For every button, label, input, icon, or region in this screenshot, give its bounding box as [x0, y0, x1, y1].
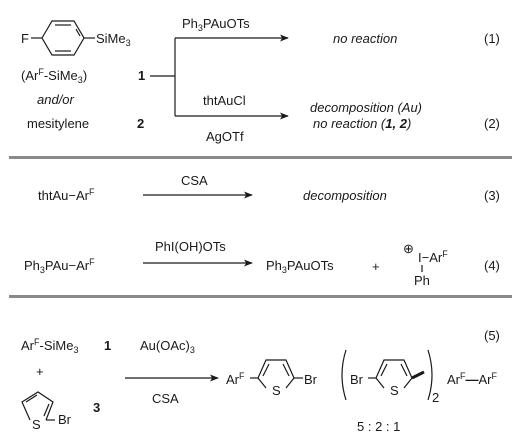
aryl-silane-structure: F SiMe3 [21, 20, 131, 56]
rxn3-reagent: CSA [181, 173, 208, 188]
mesitylene-label: mesitylene [27, 116, 89, 131]
product-a-sulfur: S [272, 383, 281, 398]
rxn3-reactant: thtAu−ArF [38, 187, 95, 203]
benzene-ring [41, 20, 85, 56]
rxn1-label: (1) [484, 31, 500, 46]
thiophene-3-double-1 [25, 394, 38, 403]
product-a-aryl: ArF [226, 371, 245, 387]
thiophene-3-bromine: Br [58, 412, 72, 427]
rxn4-plus: + [372, 259, 380, 274]
silyl-group: SiMe3 [96, 31, 131, 48]
product-aryl-bromothiophene: ArF S Br [226, 359, 318, 398]
rxn2-reagent-top: thtAuCl [203, 93, 246, 108]
product-b-paren-left [341, 349, 347, 401]
product-b-double-1 [380, 363, 388, 377]
rxn5-label: (5) [484, 328, 500, 343]
rxn1-reagent: Ph3PAuOTs [182, 16, 250, 33]
product-a-ring [257, 359, 295, 389]
product-b-bromine: Br [350, 372, 364, 387]
thiophene-3-double-2 [43, 403, 50, 417]
product-a-double-1 [262, 363, 270, 377]
thiophene-ring-3 [21, 391, 54, 421]
compound-number-2: 2 [137, 116, 144, 131]
rxn4-reagent: PhI(OH)OTs [155, 239, 226, 254]
rxn5-reactant1: ArF-SiMe3 [21, 337, 78, 355]
product-b-double-2 [400, 363, 408, 377]
rxn5-number-1: 1 [104, 338, 111, 353]
rxn4-reactant: Ph3PAu−ArF [24, 257, 95, 275]
product-b-subscript: 2 [432, 390, 439, 405]
product-a-bromine: Br [304, 372, 318, 387]
rxn5-plus: + [36, 364, 44, 379]
iodonium-iodine: I−ArF [418, 249, 448, 265]
rxn2-outcome-line1: decomposition (Au) [310, 100, 422, 115]
product-ratio: 5 : 2 : 1 [357, 419, 400, 434]
ring-double-bond-right [75, 28, 81, 37]
product-b-sulfur: S [390, 383, 399, 398]
rxn2-label: (2) [484, 116, 500, 131]
fluoro-atom: F [21, 31, 29, 46]
rxn2-reagent-bottom: AgOTf [206, 129, 244, 144]
rxn5-reagent-bottom: CSA [152, 391, 179, 406]
rxn5-reagent-top: Au(OAc)3 [140, 338, 195, 355]
rxn3-product: decomposition [303, 188, 387, 203]
rxn5-number-3: 3 [93, 400, 100, 415]
compound-number-1: 1 [138, 68, 145, 83]
section-divider-1 [9, 156, 512, 159]
thiophene-3-sulfur: S [32, 417, 41, 432]
rxn4-label: (4) [484, 258, 500, 273]
reactant1-abbrev: (ArF-SiMe3) [21, 67, 87, 85]
section-divider-2 [9, 295, 512, 298]
rxn3-label: (3) [484, 188, 500, 203]
iodonium-charge: ⊕ [403, 241, 414, 256]
iodonium-phenyl: Ph [414, 273, 430, 288]
product-bithiophene-dimer: Br S 2 [341, 349, 439, 405]
product-b-paren-right [427, 349, 433, 401]
product-b-ring [375, 359, 413, 389]
bromothiophene-structure: S Br [21, 391, 72, 432]
product-a-double-2 [282, 363, 290, 377]
product-b-linking-bond [411, 370, 425, 380]
rxn4-product1: Ph3PAuOTs [266, 258, 334, 275]
and-or-label: and/or [37, 92, 75, 107]
product-biaryl: ArF—ArF [447, 371, 498, 387]
rxn1-outcome: no reaction [333, 31, 397, 46]
rxn2-outcome-line2: no reaction (1, 2) [313, 116, 411, 131]
